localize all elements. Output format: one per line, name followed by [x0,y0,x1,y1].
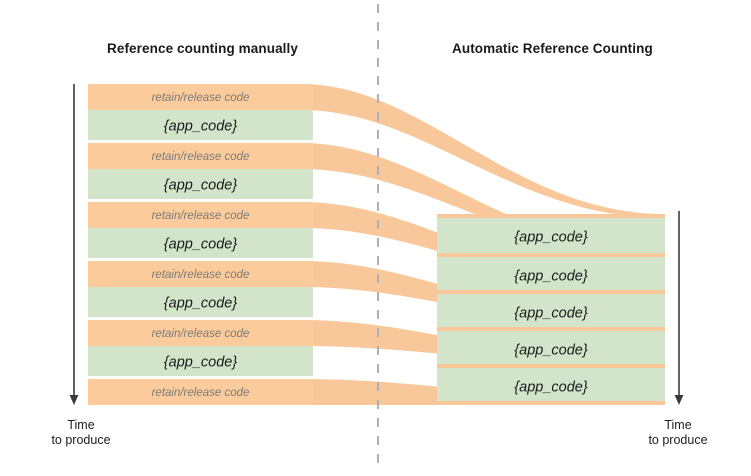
left-retain-release-label-11: retain/release code [152,387,250,399]
right-app-code-block-5 [437,368,665,404]
left-app-code-label-10: {app_code} [164,355,238,371]
right-app-code-label-5: {app_code} [514,380,588,396]
left-retain-release-label-1: retain/release code [152,92,250,104]
time-label-right: Time to produce [623,418,733,448]
left-retain-release-block-3 [88,143,313,169]
flow-band-1 [88,84,665,218]
right-app-code-label-2: {app_code} [514,269,588,285]
right-app-code-label-1: {app_code} [514,230,588,246]
time-arrow-head-left [69,395,79,405]
heading-automatic: Automatic Reference Counting [452,41,653,56]
time-label-left-line2: to produce [51,433,111,447]
left-app-code-block-4 [88,169,313,199]
left-app-code-block-10 [88,346,313,376]
left-app-code-block-8 [88,287,313,317]
right-app-code-label-3: {app_code} [514,306,588,322]
left-retain-release-label-7: retain/release code [152,269,250,281]
left-retain-release-label-3: retain/release code [152,151,250,163]
time-arrow-head-right [674,395,684,405]
time-label-right-line2: to produce [648,433,708,447]
right-retain-release-separator-2 [437,253,665,257]
right-column-group: {app_code} {app_code} {app_code} {app_code}… [437,214,665,405]
right-app-code-block-4 [437,331,665,367]
left-app-code-label-8: {app_code} [164,296,238,312]
right-retain-release-separator-5 [437,364,665,368]
left-retain-release-block-1 [88,84,313,110]
left-app-code-block-2 [88,110,313,140]
left-column-group: retain/release code {app_code} retain/rele… [88,84,313,405]
time-arrows-group [69,84,684,405]
time-label-left-line1: Time [67,418,95,432]
time-label-right-line1: Time [664,418,692,432]
right-retain-release-separator-1 [437,214,665,218]
right-retain-release-separator-3 [437,290,665,294]
left-retain-release-block-9 [88,320,313,346]
right-app-code-block-1 [437,218,665,254]
left-app-code-label-2: {app_code} [164,119,238,135]
heading-manual: Reference counting manually [107,41,298,56]
left-retain-release-block-5 [88,202,313,228]
left-retain-release-block-7 [88,261,313,287]
left-retain-release-label-5: retain/release code [152,210,250,222]
time-label-left: Time to produce [26,418,136,448]
right-retain-release-separator-6 [437,401,665,405]
right-app-code-block-2 [437,257,665,293]
right-app-code-label-4: {app_code} [514,343,588,359]
left-app-code-block-6 [88,228,313,258]
right-app-code-block-3 [437,294,665,330]
left-app-code-label-6: {app_code} [164,237,238,253]
left-retain-release-block-11 [88,379,313,405]
left-retain-release-label-9: retain/release code [152,328,250,340]
left-app-code-label-4: {app_code} [164,178,238,194]
right-retain-release-separator-4 [437,327,665,331]
